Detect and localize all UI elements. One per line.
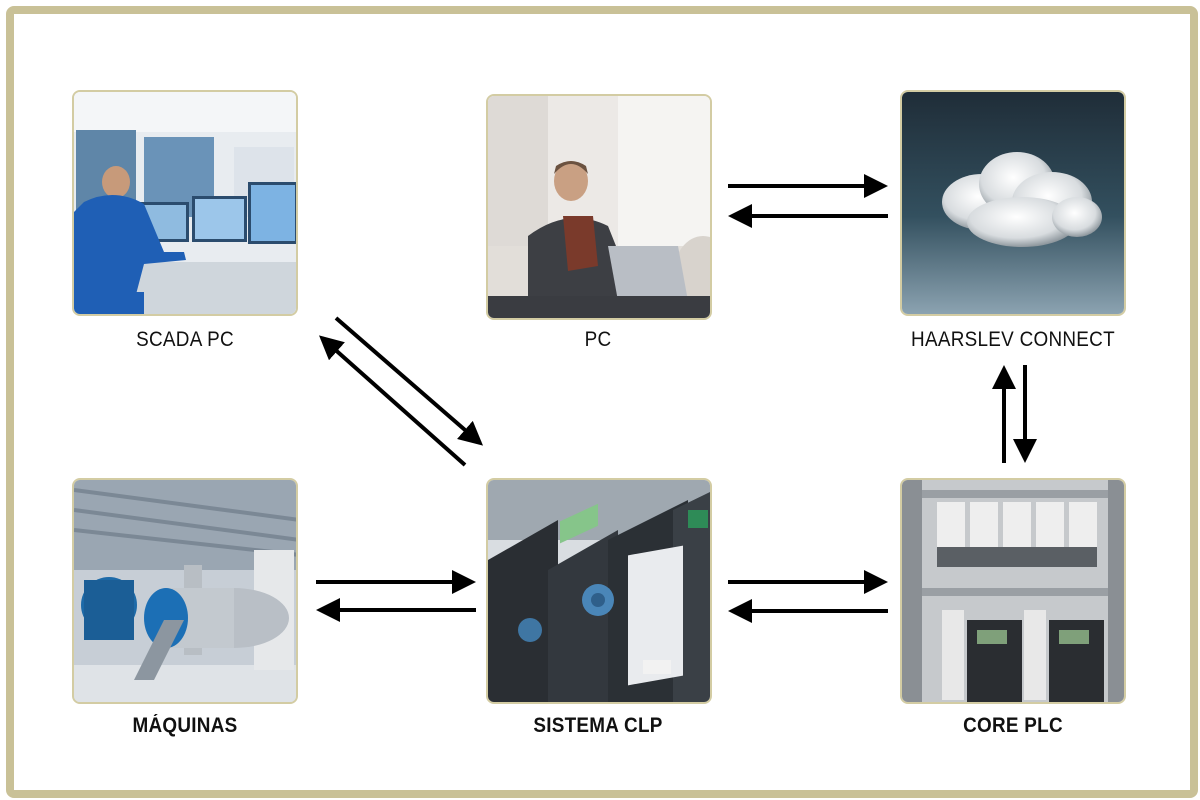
sistema-clp-image — [486, 478, 712, 704]
sistema-clp-label: SISTEMA CLP — [533, 714, 663, 737]
scada-pc-image — [72, 90, 298, 316]
arrow-clp-to-scada — [319, 335, 467, 467]
core-plc-label: CORE PLC — [963, 714, 1063, 737]
scada-pc-label: SCADA PC — [136, 328, 234, 351]
haarslev-connect-label: HAARSLEV CONNECT — [911, 328, 1115, 351]
haarslev-connect-image — [900, 90, 1126, 316]
pc-image — [486, 94, 712, 320]
core-plc-image — [900, 478, 1126, 704]
maquinas-image — [72, 478, 298, 704]
arrow-scada-to-clp — [334, 316, 484, 446]
pc-label: PC — [584, 328, 612, 351]
maquinas-label: MÁQUINAS — [132, 714, 238, 737]
